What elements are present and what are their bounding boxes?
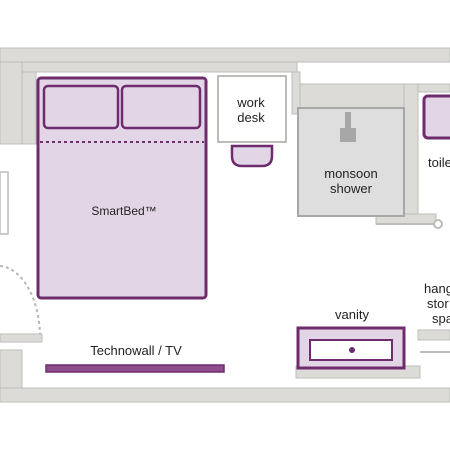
bath-wall-top xyxy=(299,83,409,109)
left-wall-stub xyxy=(0,61,23,145)
inner-top-ledge xyxy=(21,61,298,73)
vanity-label: vanity xyxy=(335,307,369,322)
left-wall-lower xyxy=(0,349,23,389)
window-recess xyxy=(21,71,37,145)
shower-head-mount xyxy=(345,112,351,128)
vanity-tap xyxy=(349,347,355,353)
toilet-label: toile xyxy=(428,155,450,170)
toilet-cistern xyxy=(422,94,450,140)
technowall-label: Technowall / TV xyxy=(90,343,182,358)
desk-chair xyxy=(230,144,274,168)
shower-head xyxy=(340,128,356,142)
work-desk-label-line1: work xyxy=(237,95,265,110)
monsoon-shower-label-line2: shower xyxy=(330,181,372,196)
door-swing-arc xyxy=(0,265,41,335)
left-wall-niche xyxy=(0,171,9,235)
top-wall xyxy=(0,47,450,63)
work-desk xyxy=(217,75,287,143)
hanging-divider xyxy=(417,329,450,341)
entry-threshold xyxy=(0,333,43,343)
technowall-tv xyxy=(45,364,225,373)
hanging-storage-label-line3: spa xyxy=(432,311,450,326)
hanging-storage-label-line1: hang xyxy=(424,281,450,296)
bed-frame xyxy=(36,76,208,300)
bottom-wall xyxy=(0,387,450,403)
monsoon-shower-label-line1: monsoon xyxy=(324,166,378,181)
bed-label: SmartBed™ xyxy=(91,204,157,218)
bed-pillow-right xyxy=(120,84,202,130)
bed-pillow-left xyxy=(42,84,120,130)
bath-wall-right xyxy=(403,83,419,215)
toilet-wall-top xyxy=(417,83,450,93)
work-desk-label-line2: desk xyxy=(237,110,265,125)
shower-screen-hinge xyxy=(433,219,443,229)
hanging-storage-label-line2: stor xyxy=(427,296,449,311)
